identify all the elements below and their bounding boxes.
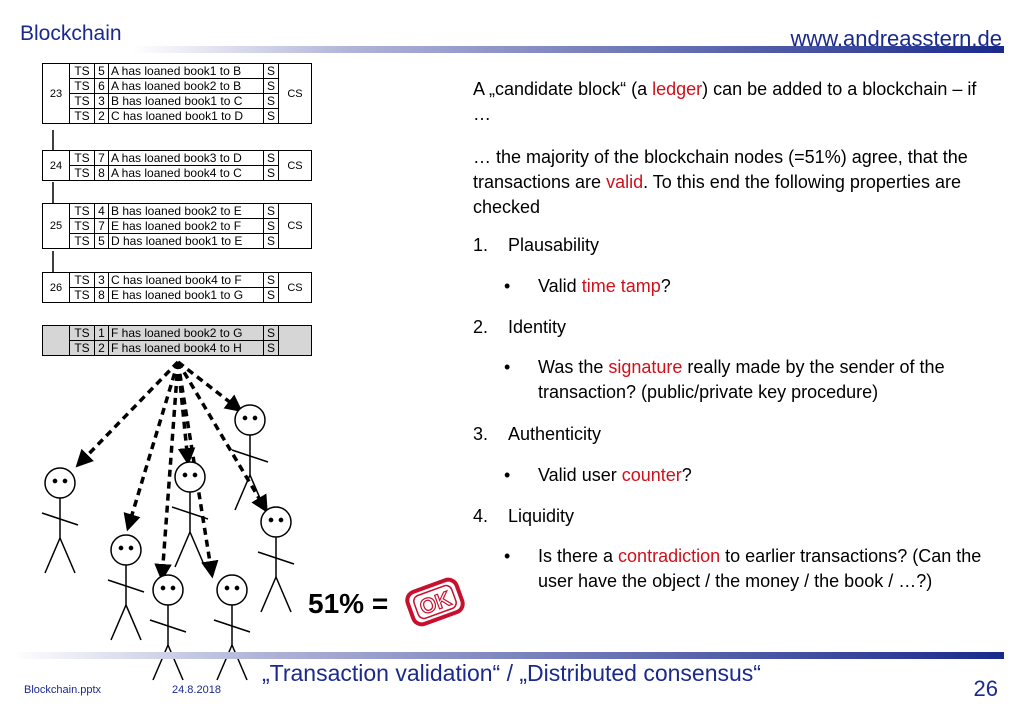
transaction-cell: F has loaned book2 to G: [108, 325, 264, 341]
network-nodes: [41, 404, 295, 681]
node-person-icon: [171, 461, 209, 568]
criterion-label: Liquidity: [508, 506, 575, 526]
counter-cell: 1: [94, 325, 109, 341]
timestamp-cell: TS: [69, 325, 95, 341]
transaction-cell: A has loaned book3 to D: [108, 150, 264, 166]
transaction-cell: B has loaned book2 to E: [108, 203, 264, 219]
criterion-number: 2.: [473, 317, 489, 337]
signature-cell: S: [263, 165, 279, 181]
transaction-cell: C has loaned book4 to F: [108, 272, 264, 288]
transaction-cell: A has loaned book2 to B: [108, 78, 264, 94]
transaction-cell: E has loaned book1 to G: [108, 287, 264, 303]
node-person-icon: [213, 574, 251, 681]
criterion-label: Plausability: [508, 235, 600, 255]
signature-cell: S: [263, 108, 279, 124]
signature-cell: S: [263, 287, 279, 303]
criterion-question: Is there a contradiction to earlier tran…: [538, 546, 982, 591]
transaction-cell: A has loaned book4 to C: [108, 165, 264, 181]
timestamp-cell: TS: [69, 233, 95, 249]
intro-paragraph: A „candidate block“ (a ledger) can be ad…: [473, 79, 977, 124]
ok-stamp: OK: [405, 577, 465, 627]
criterion-label: Authenticity: [508, 424, 602, 444]
bullet-marker: •: [504, 546, 511, 566]
signature-cell: S: [263, 340, 279, 356]
footer-divider: [12, 652, 1004, 659]
slide-subtitle: „Transaction validation“ / „Distributed …: [262, 660, 761, 686]
signature-cell: S: [263, 233, 279, 249]
block-id: 24: [42, 150, 70, 181]
checksum-cell: CS: [278, 150, 312, 181]
criterion-label: Identity: [508, 317, 567, 337]
footer-date: 24.8.2018: [172, 684, 221, 696]
header-divider: [132, 46, 1004, 53]
bullet-marker: •: [504, 465, 511, 485]
page-number: 26: [973, 676, 998, 701]
node-person-icon: [41, 467, 79, 574]
consensus-label: 51% =: [308, 588, 389, 619]
node-person-icon: [149, 574, 187, 681]
majority-paragraph: … the majority of the blockchain nodes (…: [473, 147, 968, 217]
timestamp-cell: TS: [69, 108, 95, 124]
checksum-cell: [278, 325, 312, 356]
node-person-icon: [107, 534, 145, 641]
criterion-question: Was the signature really made by the sen…: [538, 357, 945, 402]
bullet-marker: •: [504, 357, 511, 377]
criterion-number: 4.: [473, 506, 489, 526]
broadcast-arrows: [75, 360, 268, 582]
footer-filename: Blockchain.pptx: [24, 684, 102, 696]
criterion-number: 1.: [473, 235, 489, 255]
bullet-marker: •: [504, 276, 511, 296]
checksum-cell: CS: [278, 63, 312, 124]
criterion-question: Valid user counter?: [538, 465, 692, 485]
transaction-cell: B has loaned book1 to C: [108, 93, 264, 109]
checksum-cell: CS: [278, 203, 312, 249]
counter-cell: 2: [94, 340, 109, 356]
criterion-number: 3.: [473, 424, 489, 444]
checksum-cell: CS: [278, 272, 312, 303]
timestamp-cell: TS: [69, 63, 95, 79]
transaction-cell: C has loaned book1 to D: [108, 108, 264, 124]
node-person-icon: [231, 404, 269, 511]
transaction-cell: A has loaned book1 to B: [108, 63, 264, 79]
criterion-question: Valid time tamp?: [538, 276, 671, 296]
node-person-icon: [257, 506, 295, 613]
slide-section-title: Blockchain: [20, 22, 122, 45]
block-id: 25: [42, 203, 70, 249]
counter-cell: 8: [94, 165, 109, 181]
